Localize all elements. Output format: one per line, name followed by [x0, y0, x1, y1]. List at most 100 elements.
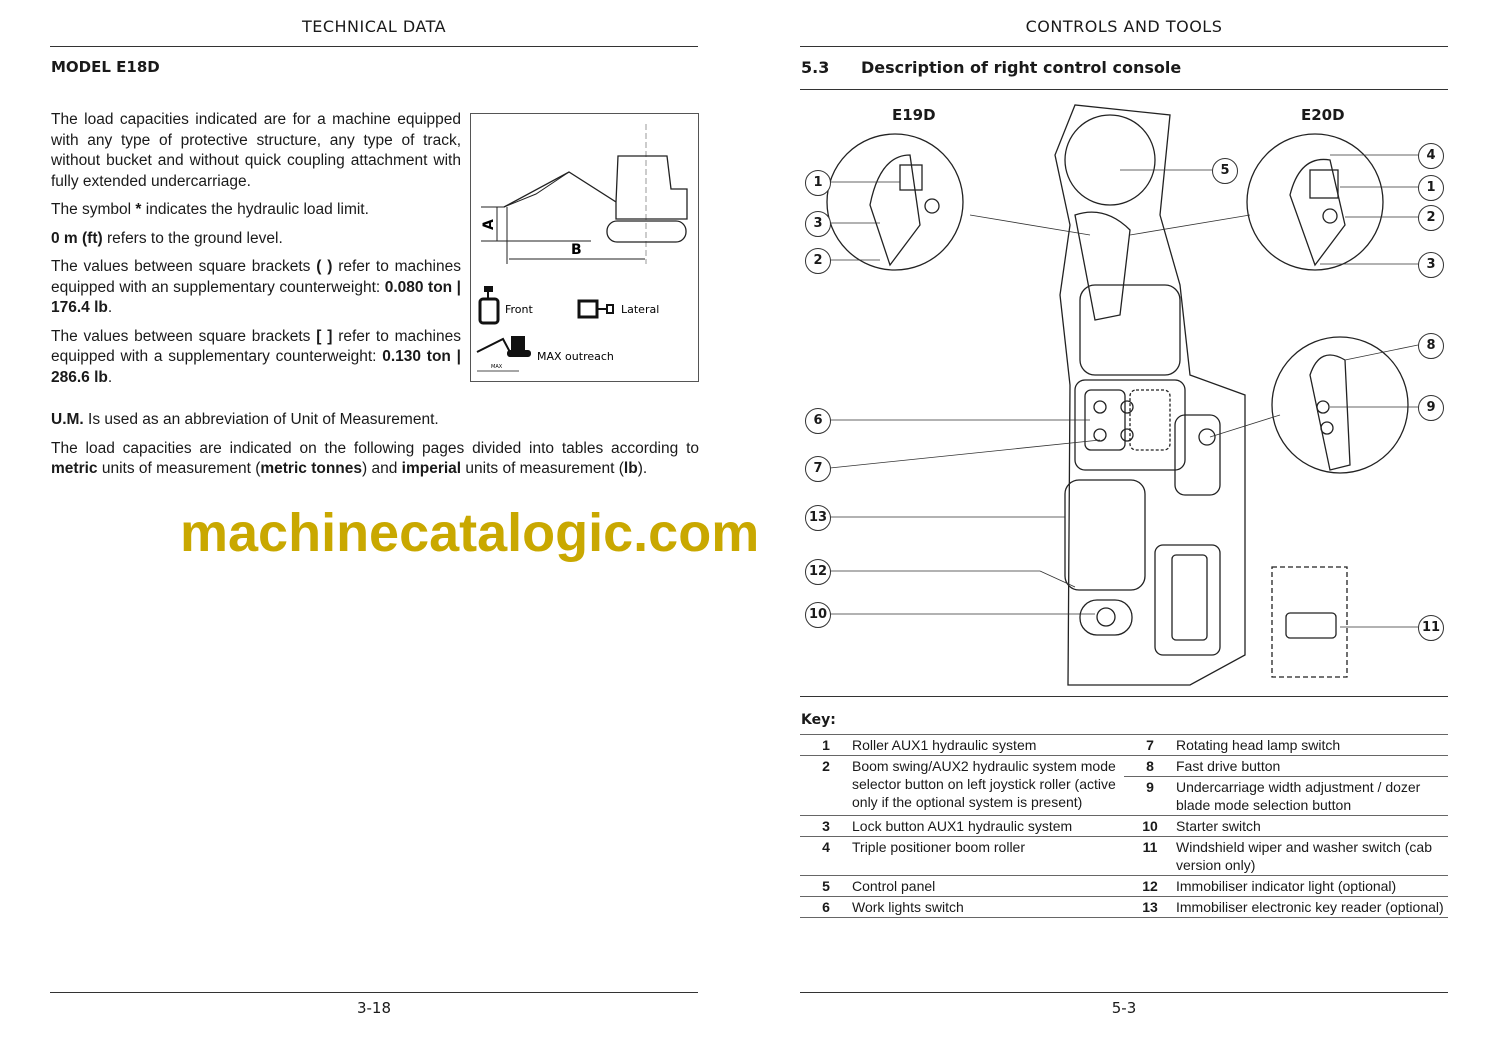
- key-number: 1: [822, 737, 830, 753]
- e20d-label: E20D: [1301, 106, 1345, 124]
- section-number: 5.3: [801, 58, 830, 77]
- divider: [800, 89, 1448, 90]
- key-text: Control panel: [852, 878, 936, 894]
- symbol-paragraph: The symbol * indicates the hydraulic loa…: [51, 200, 461, 221]
- control-console-drawing: [826, 104, 1419, 686]
- intro-paragraph: The load capacities indicated are for a …: [51, 111, 461, 190]
- text: The values between square brackets: [51, 258, 317, 275]
- key-text: Lock button AUX1 hydraulic system: [852, 818, 1073, 834]
- text: units of measurement (: [461, 460, 624, 477]
- key-text: Fast drive button: [1176, 758, 1281, 774]
- key-number: 3: [822, 818, 830, 834]
- text: The values between square brackets: [51, 327, 317, 345]
- text: 0 m (ft): [51, 229, 103, 247]
- max-outreach-icon: [476, 337, 512, 355]
- callout-13: 13: [805, 505, 831, 531]
- key-row: 5 Control panel 12 Immobiliser indicator li…: [800, 875, 1448, 896]
- text: refer to machines equipped with an suppl…: [51, 258, 461, 296]
- callout-12: 12: [805, 559, 831, 585]
- callout-2-e20d: 2: [1418, 205, 1444, 231]
- text: refers to the ground level.: [102, 229, 283, 247]
- callout-2: 2: [805, 248, 831, 274]
- key-number: 5: [822, 878, 830, 894]
- key-number: 2: [822, 758, 830, 774]
- key-number: 12: [1142, 878, 1158, 894]
- key-row: 2 Boom swing/AUX2 hydraulic system mode s…: [800, 755, 1448, 815]
- key-text: Rotating head lamp switch: [1176, 737, 1341, 753]
- right-header: CONTROLS AND TOOLS: [1025, 17, 1223, 36]
- key-number: 11: [1142, 839, 1158, 855]
- dimension-a-label: A: [481, 219, 497, 230]
- um-paragraph: U.M. Is used as an abbreviation of Unit …: [51, 410, 699, 431]
- left-text-column: The load capacities indicated are for a …: [51, 110, 461, 388]
- text: indicates the hydraulic load limit.: [141, 201, 369, 218]
- model-title: MODEL E18D: [51, 58, 160, 76]
- callout-4: 4: [1418, 143, 1444, 169]
- callout-10: 10: [805, 602, 831, 628]
- text: [ ]: [316, 327, 333, 345]
- front-icon: [478, 297, 500, 325]
- key-text: Starter switch: [1176, 818, 1261, 834]
- text: lb: [623, 460, 638, 477]
- callout-7: 7: [805, 456, 831, 482]
- key-text: Undercarriage width adjustment / dozer b…: [1176, 779, 1421, 813]
- callout-1: 1: [805, 170, 831, 196]
- left-header: TECHNICAL DATA: [301, 17, 447, 36]
- text: imperial: [401, 460, 462, 477]
- key-text: Immobiliser indicator light (optional): [1176, 878, 1397, 894]
- callout-1-e20d: 1: [1418, 175, 1444, 201]
- callout-11: 11: [1418, 615, 1444, 641]
- key-number: 9: [1146, 779, 1154, 795]
- lateral-icon: [577, 299, 599, 319]
- key-number: 8: [1146, 758, 1154, 774]
- key-text: Windshield wiper and washer switch (cab …: [1176, 839, 1432, 873]
- text: The load capacities are indicated on the…: [51, 439, 699, 457]
- callout-9: 9: [1418, 395, 1444, 421]
- text: units of measurement (: [97, 460, 261, 477]
- callout-3-e20d: 3: [1418, 252, 1444, 278]
- key-row: 6 Work lights switch 13 Immobiliser electro…: [800, 896, 1448, 918]
- key-text: Immobiliser electronic key reader (optio…: [1176, 899, 1444, 915]
- round-brackets-paragraph: The values between square brackets ( ) r…: [51, 258, 461, 316]
- text: *: [135, 201, 142, 218]
- max-label: MAX: [491, 364, 503, 370]
- callout-3: 3: [805, 211, 831, 237]
- text: 0.130 ton | 286.6 lb: [51, 348, 461, 386]
- key-text: Boom swing/AUX2 hydraulic system mode se…: [852, 758, 1116, 810]
- units-paragraph: The load capacities are indicated on the…: [51, 439, 699, 480]
- page-number: 5-3: [1111, 999, 1137, 1017]
- lateral-label: Lateral: [621, 303, 659, 316]
- key-label: Key:: [801, 712, 836, 728]
- key-text: Work lights switch: [852, 899, 964, 915]
- load-diagram: A B Front Lateral MAX MAX outreach: [470, 113, 699, 382]
- front-label: Front: [505, 303, 534, 316]
- e19d-label: E19D: [892, 106, 936, 124]
- text: refer to machines equipped with a supple…: [51, 327, 461, 366]
- callout-5: 5: [1212, 158, 1238, 184]
- key-number: 4: [822, 839, 830, 855]
- text: U.M.: [51, 411, 84, 428]
- text: ) and: [362, 460, 402, 477]
- left-text-flow: The load capacities indicated are for a …: [51, 110, 699, 488]
- key-number: 6: [822, 899, 830, 915]
- text: metric tonnes: [260, 460, 362, 477]
- divider: [50, 46, 698, 47]
- max-outreach-label: MAX outreach: [537, 350, 614, 363]
- key-row: 4 Triple positioner boom roller 11 Windshie…: [800, 836, 1448, 875]
- text: The symbol: [51, 201, 136, 218]
- ground-paragraph: 0 m (ft) refers to the ground level.: [51, 229, 461, 250]
- dimension-b-label: B: [571, 242, 582, 258]
- key-number: 13: [1142, 899, 1158, 915]
- divider: [800, 696, 1448, 697]
- spacer: [51, 396, 699, 410]
- text: ( ): [316, 258, 333, 275]
- excavator-drawing: A B Front Lateral MAX MAX outreach: [476, 124, 688, 372]
- callout-6: 6: [805, 408, 831, 434]
- divider: [50, 992, 698, 993]
- key-text: Triple positioner boom roller: [852, 839, 1025, 855]
- text: metric: [51, 460, 98, 477]
